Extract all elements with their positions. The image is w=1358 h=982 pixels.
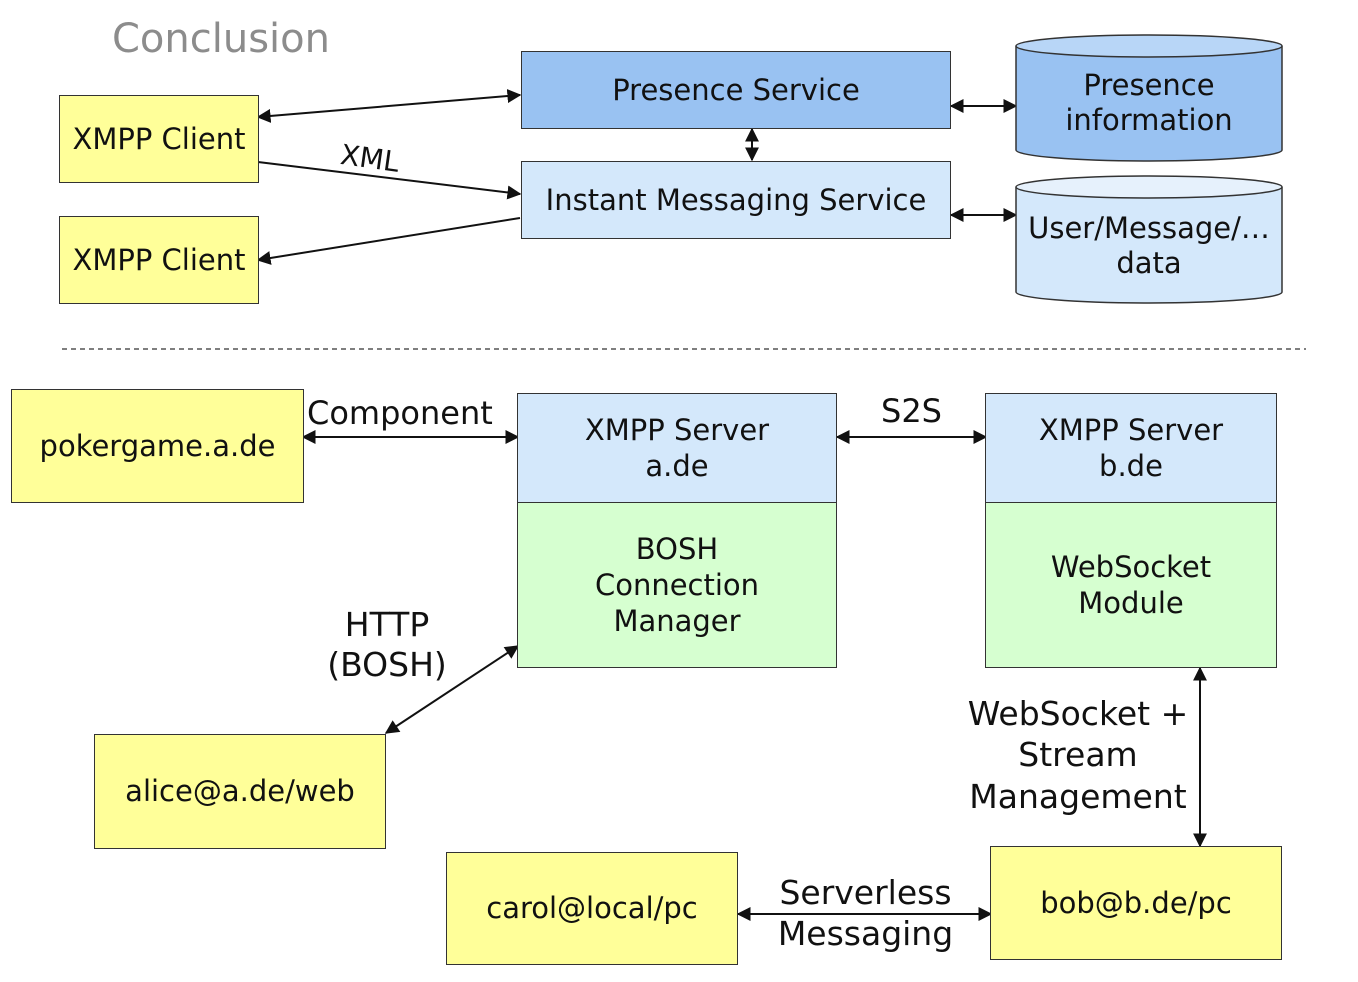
instant-messaging-service: Instant Messaging Service <box>521 161 951 239</box>
server-a-line-1: XMPP Server <box>584 412 770 447</box>
pokergame-label: pokergame.a.de <box>39 428 276 463</box>
carol-client: carol@local/pc <box>446 852 738 965</box>
xmpp-server-a: XMPP Server a.de <box>517 393 837 503</box>
bosh-arrow <box>384 645 520 734</box>
websocket-module: WebSocket Module <box>985 502 1277 668</box>
bosh-line-2: Connection <box>594 567 760 602</box>
page-title: Conclusion <box>112 16 330 62</box>
bosh-connection-manager: BOSH Connection Manager <box>517 502 837 668</box>
serverless-line-1: Serverless <box>779 873 952 912</box>
client1-presence-arrow <box>256 89 522 123</box>
user-db-line-1: User/Message/… <box>1028 211 1270 245</box>
alice-label: alice@a.de/web <box>125 774 355 809</box>
http-line-2: (BOSH) <box>327 644 447 684</box>
bosh-line-1: BOSH <box>635 531 719 566</box>
presence-db-cylinder <box>1015 34 1283 162</box>
http-line-1: HTTP <box>344 605 430 644</box>
presence-db-line-2: information <box>1065 102 1233 137</box>
xmpp-client-2: XMPP Client <box>59 216 259 304</box>
ws-label-line-1: WebSocket + <box>967 694 1189 733</box>
presence-db-line-1: Presence <box>1083 68 1215 102</box>
bob-client: bob@b.de/pc <box>990 846 1282 960</box>
user-db-label: User/Message/… data <box>1016 211 1282 281</box>
alice-client: alice@a.de/web <box>94 734 386 849</box>
user-db-cylinder <box>1015 175 1283 304</box>
xmpp-client-1: XMPP Client <box>59 95 259 183</box>
bosh-line-3: Manager <box>613 604 741 639</box>
presence-service: Presence Service <box>521 51 951 129</box>
websocket-stream-label: WebSocket + Stream Management <box>960 693 1196 817</box>
ws-module-line-1: WebSocket <box>1050 549 1212 584</box>
s2s-label: S2S <box>881 392 942 430</box>
bob-label: bob@b.de/pc <box>1040 885 1232 920</box>
server-a-line-2: a.de <box>645 449 709 483</box>
xmpp-server-b: XMPP Server b.de <box>985 393 1277 503</box>
ws-label-line-2: Stream <box>1018 735 1138 775</box>
http-bosh-label: HTTP (BOSH) <box>322 605 452 684</box>
im-service-label: Instant Messaging Service <box>545 182 927 217</box>
serverless-messaging-label: Serverless Messaging <box>768 872 963 955</box>
presence-db-label: Presence information <box>1016 68 1282 138</box>
carol-label: carol@local/pc <box>486 891 698 926</box>
ws-label-line-3: Management <box>969 776 1187 816</box>
user-db-line-2: data <box>1116 245 1182 280</box>
ws-module-line-2: Module <box>1078 586 1184 620</box>
presence-service-label: Presence Service <box>612 72 860 107</box>
server-b-line-2: b.de <box>1099 449 1163 483</box>
server-b-line-1: XMPP Server <box>1038 412 1224 447</box>
client1-im-arrow <box>257 161 522 200</box>
xmpp-client-1-label: XMPP Client <box>72 121 246 156</box>
im-client2-arrow <box>256 217 521 265</box>
pokergame-component: pokergame.a.de <box>11 389 304 503</box>
xmpp-client-2-label: XMPP Client <box>72 242 246 277</box>
serverless-line-2: Messaging <box>777 914 954 954</box>
component-label: Component <box>307 394 493 432</box>
